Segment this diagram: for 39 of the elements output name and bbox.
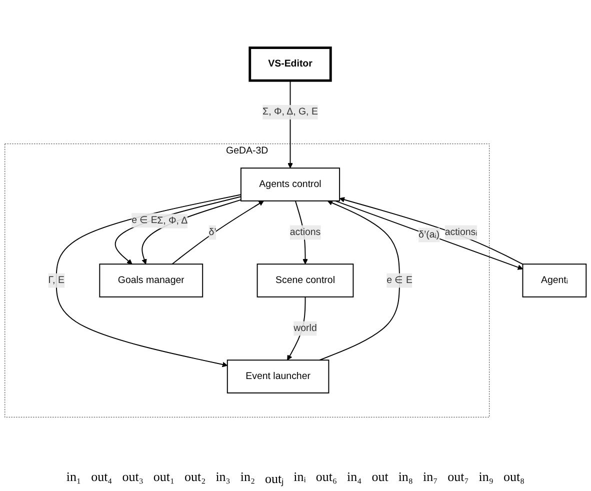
edge-label: Σ, Φ, Δ bbox=[157, 216, 188, 226]
edge-label: Γ, E bbox=[48, 275, 64, 286]
edge-label: Σ, Φ, Δ, G, E bbox=[262, 106, 318, 118]
edge-label: δ’ bbox=[208, 227, 216, 238]
port-label: in₄ bbox=[347, 469, 362, 486]
node-box: VS-Editor bbox=[248, 46, 332, 82]
edge-label: actionsᵢ bbox=[444, 227, 478, 238]
node-box: Scene control bbox=[256, 264, 354, 298]
arrow bbox=[56, 194, 242, 368]
node-box: Goals manager bbox=[99, 264, 204, 298]
arrow bbox=[114, 196, 242, 264]
port-label: inᵢ bbox=[294, 469, 306, 486]
port-label: out₇ bbox=[448, 469, 469, 486]
port-label: in₁ bbox=[66, 469, 82, 486]
arrow bbox=[287, 296, 306, 360]
arrow bbox=[172, 200, 264, 265]
port-label: outⱼ bbox=[265, 470, 284, 487]
port-label: out₆ bbox=[316, 469, 338, 486]
node-box: Agents control bbox=[240, 168, 340, 202]
edge-label: world bbox=[294, 323, 317, 334]
edge-label: actions bbox=[290, 227, 321, 238]
node-box: Event launcher bbox=[226, 360, 330, 394]
port-label: out₄ bbox=[91, 469, 112, 486]
port-label: out bbox=[372, 469, 388, 486]
port-label: out₂ bbox=[184, 469, 206, 486]
edge-label: e ∈ E bbox=[386, 275, 412, 286]
arrow bbox=[142, 199, 242, 264]
port-label: in₂ bbox=[240, 469, 255, 486]
port-label: in₃ bbox=[216, 469, 230, 486]
node-box: Agentᵢ bbox=[522, 264, 587, 298]
port-label: in₇ bbox=[422, 469, 438, 486]
port-label: in₈ bbox=[398, 469, 413, 486]
port-label: in₉ bbox=[478, 469, 494, 486]
port-label: out₁ bbox=[153, 469, 175, 486]
edge-label: δ’(aᵢ) bbox=[418, 230, 440, 240]
port-label: out₈ bbox=[503, 469, 525, 486]
port-label: out₃ bbox=[122, 469, 144, 486]
arrow bbox=[319, 200, 400, 361]
edge-label: e ∈ E bbox=[132, 214, 158, 226]
